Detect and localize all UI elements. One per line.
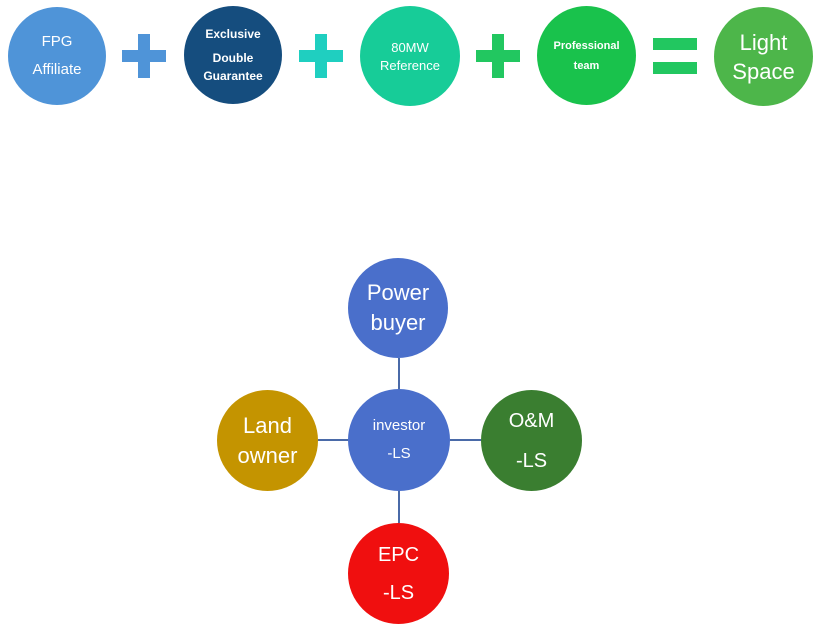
light-space-node: Light Space [714, 7, 813, 106]
node-label-line: Light [739, 29, 788, 55]
node-label-line: Reference [380, 58, 440, 73]
node-label-line: -LS [387, 445, 411, 462]
node-label-line: team [573, 59, 600, 72]
node-label-line: Guarantee [203, 69, 263, 83]
epc-ls-node: EPC -LS [348, 523, 449, 624]
plus-icon [476, 34, 520, 78]
node-label-line: Exclusive [205, 27, 261, 41]
professional-team-node: Professional team [537, 6, 636, 105]
node-label-line: Double [212, 51, 254, 65]
connector-line [398, 491, 400, 523]
plus-icon [122, 34, 166, 78]
om-ls-node: O&M -LS [481, 390, 582, 491]
node-label-line: EPC [377, 543, 420, 566]
connector-line [398, 358, 400, 389]
plus-icon [299, 34, 343, 78]
land-owner-node: Land owner [217, 390, 318, 491]
investor-ls-node: investor -LS [348, 389, 450, 491]
connector-line [318, 439, 348, 441]
node-label-line: -LS [515, 449, 548, 472]
node-label-line: Power [366, 280, 430, 305]
connector-line [450, 439, 481, 441]
node-label-line: Professional [553, 39, 620, 52]
node-label-line: O&M [508, 409, 555, 432]
node-label-line: Space [732, 58, 795, 84]
node-label-line: owner [237, 442, 298, 468]
node-label-line: FPG [41, 33, 73, 50]
node-label-line: investor [372, 417, 426, 434]
fpg-affiliate-node: FPG Affiliate [8, 7, 106, 105]
power-buyer-node: Power buyer [348, 258, 448, 358]
node-label-line: Affiliate [32, 61, 82, 78]
equals-icon [653, 38, 697, 74]
exclusive-double-guarantee-node: Exclusive Double Guarantee [184, 6, 282, 104]
node-label-line: -LS [382, 581, 415, 604]
node-label-line: buyer [370, 310, 426, 335]
node-label-line: 80MW [391, 40, 429, 55]
node-label-line: Land [243, 412, 292, 438]
80mw-reference-node: 80MW Reference [360, 6, 460, 106]
